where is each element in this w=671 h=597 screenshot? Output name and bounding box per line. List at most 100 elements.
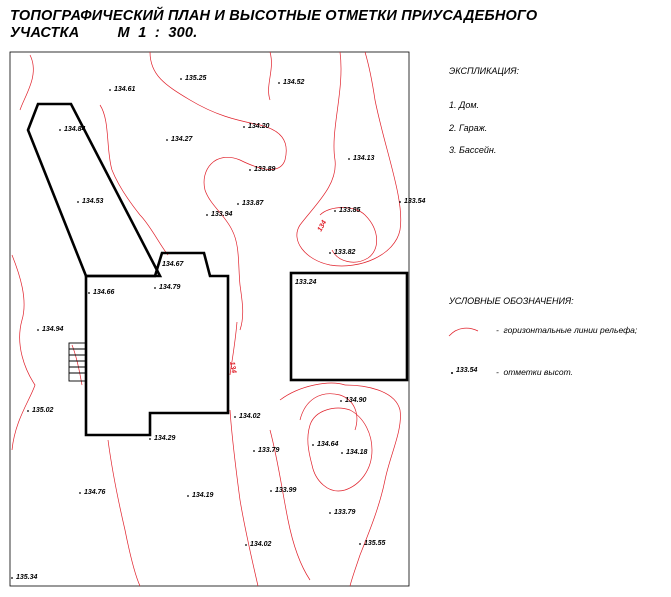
elevation-point xyxy=(329,252,331,254)
elevation-point xyxy=(234,416,236,418)
legend-heading: УСЛОВНЫЕ ОБОЗНАЧЕНИЯ: xyxy=(449,296,574,306)
elevation-label: 134.64 xyxy=(317,441,339,448)
elevation-label: 134.29 xyxy=(154,435,176,442)
elevation-label: 133.79 xyxy=(334,509,356,516)
elevation-label: 135.34 xyxy=(16,574,38,581)
elevation-point xyxy=(329,512,331,514)
elevation-point xyxy=(79,492,81,494)
elevation-label: 134.52 xyxy=(283,79,305,86)
contour-line xyxy=(11,254,36,451)
elevation-label: 133.89 xyxy=(254,166,276,173)
elevation-label: 135.25 xyxy=(185,75,207,82)
elevation-label: 135.02 xyxy=(32,407,54,414)
plan-title-line1: ТОПОГРАФИЧЕСКИЙ ПЛАН И ВЫСОТНЫЕ ОТМЕТКИ … xyxy=(10,8,538,24)
elevation-label: 134.02 xyxy=(239,413,261,420)
contour-line xyxy=(71,344,83,386)
elevation-label: 134.90 xyxy=(345,397,367,404)
buildings xyxy=(26,102,409,437)
elevation-label: 133.85 xyxy=(339,207,361,214)
elevation-label: 134.94 xyxy=(42,326,64,333)
contour-line xyxy=(319,207,377,263)
contour-lines xyxy=(11,51,402,587)
elevation-point xyxy=(270,490,272,492)
elevation-point xyxy=(278,82,280,84)
elevation-point xyxy=(312,444,314,446)
porch-steps xyxy=(68,342,87,382)
contour-line xyxy=(296,51,402,267)
contour-line xyxy=(107,439,141,587)
elevation-label: 134.20 xyxy=(248,123,270,130)
elevation-point xyxy=(359,543,361,545)
legend-contour-text: - горизонтальные линии рельефа; xyxy=(496,325,638,335)
legend-mark-text: - отметки высот. xyxy=(496,367,573,377)
elevation-label: 134.18 xyxy=(346,449,368,456)
elevation-point xyxy=(245,544,247,546)
elevation-label: 133.87 xyxy=(242,200,265,207)
elevation-point xyxy=(340,400,342,402)
explication-item-house: 1. Дом. xyxy=(449,100,480,110)
elevation-label: 133.79 xyxy=(258,447,280,454)
elevation-point xyxy=(341,452,343,454)
house xyxy=(84,251,230,437)
contour-line xyxy=(149,51,287,331)
elevation-label: 134.84 xyxy=(64,126,86,133)
elevation-label: 134.27 xyxy=(171,136,194,143)
elevation-label: 134.53 xyxy=(82,198,104,205)
elevation-label: 134.76 xyxy=(84,489,106,496)
elevation-label: 134.02 xyxy=(250,541,272,548)
elevation-point xyxy=(37,329,39,331)
explication-item-pool: 3. Бассейн. xyxy=(449,145,497,155)
elevation-point xyxy=(166,139,168,141)
contour-line xyxy=(279,382,346,401)
elevation-point xyxy=(348,158,350,160)
elevation-point xyxy=(253,450,255,452)
elevation-point xyxy=(77,201,79,203)
elevation-point xyxy=(180,78,182,80)
contour-line xyxy=(307,407,373,492)
contour-line xyxy=(344,384,401,587)
elevation-point xyxy=(11,577,13,579)
house-annex xyxy=(26,102,163,278)
elevation-label: 134.79 xyxy=(159,284,181,291)
elevation-marks: 135.25 134.52 134.61 134.84 134.27 134.20 134.… xyxy=(11,75,426,581)
elevation-point xyxy=(149,438,151,440)
elevation-label: 134.66 xyxy=(93,289,115,296)
elevation-point xyxy=(249,169,251,171)
legend-mark-sample: 133.54 xyxy=(456,367,478,374)
elevation-label: 135.55 xyxy=(364,540,386,547)
elevation-point xyxy=(157,264,159,266)
legend-mark-dot xyxy=(451,372,453,374)
legend-contour-sample xyxy=(448,327,479,337)
contour-line xyxy=(99,104,169,256)
contour-label: 134 xyxy=(317,219,329,233)
explication-heading: ЭКСПЛИКАЦИЯ: xyxy=(449,66,520,76)
elevation-point xyxy=(27,410,29,412)
elevation-point xyxy=(187,495,189,497)
elevation-point xyxy=(206,214,208,216)
elevation-label: 133.54 xyxy=(404,198,426,205)
site-boundary xyxy=(9,51,410,587)
elevation-label: 133.94 xyxy=(211,211,233,218)
elevation-label: 133.82 xyxy=(334,249,356,256)
elevation-point xyxy=(237,203,239,205)
elevation-point xyxy=(154,287,156,289)
elevation-label: 134.19 xyxy=(192,492,214,499)
elevation-point xyxy=(290,282,292,284)
explication-item-garage: 2. Гараж. xyxy=(449,123,488,133)
elevation-label: 134.61 xyxy=(114,86,136,93)
elevation-point xyxy=(399,201,401,203)
elevation-point xyxy=(88,292,90,294)
contour-line xyxy=(229,321,238,376)
elevation-label: 134.13 xyxy=(353,155,375,162)
contour-label: 134 xyxy=(228,361,237,374)
contour-line xyxy=(19,54,34,111)
contour-line xyxy=(229,409,259,587)
garage xyxy=(289,271,409,382)
elevation-label: 133.99 xyxy=(275,487,297,494)
elevation-point xyxy=(243,126,245,128)
elevation-label: 133.24 xyxy=(295,279,317,286)
elevation-point xyxy=(59,129,61,131)
contour-line xyxy=(269,429,311,581)
elevation-point xyxy=(109,89,111,91)
